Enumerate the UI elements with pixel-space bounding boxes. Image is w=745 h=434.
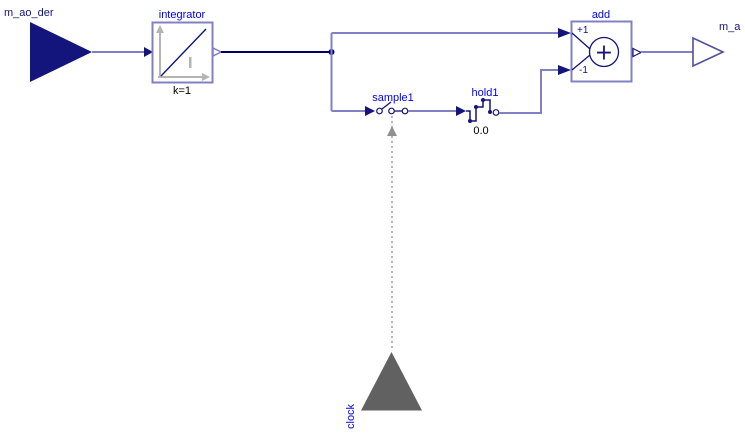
sampler-contact-left-icon — [376, 107, 383, 115]
clock-trigger-arrow-icon — [387, 126, 397, 136]
output-connector-m-a[interactable] — [692, 36, 725, 68]
hold-block[interactable] — [456, 98, 500, 123]
hold-staircase-icon — [466, 99, 492, 122]
input-connector-m-ao-der[interactable] — [30, 22, 92, 82]
add-label: add — [591, 9, 611, 21]
add-block[interactable]: + — [558, 20, 643, 83]
integrator-input-port-icon — [144, 47, 153, 57]
integrator-x-axis-arrow-icon — [202, 73, 210, 81]
hold-input-arrow-icon — [456, 106, 466, 116]
hold-sample-dot-icon — [488, 110, 492, 114]
integrator-output-port-icon — [212, 46, 223, 58]
add-input2-sign-label: -1 — [579, 65, 588, 76]
add-sum-circle-icon — [588, 36, 620, 68]
sampler-output-port-icon — [401, 107, 409, 115]
input-triangle-icon — [30, 22, 92, 82]
hold-label: hold1 — [471, 87, 499, 99]
add-input2-arrow-icon — [558, 65, 571, 75]
sampler-label: sample1 — [372, 92, 414, 104]
add-input2-wire-icon — [571, 54, 591, 71]
clock-block[interactable] — [361, 352, 422, 411]
add-input1-arrow-icon — [558, 28, 571, 38]
sampler-input-arrow-icon — [365, 106, 375, 116]
hold-sample-dot-icon — [481, 98, 485, 102]
add-input1-wire-icon — [571, 32, 591, 50]
hold-param-label: 0.0 — [473, 125, 489, 137]
sampler-switch-arm-icon — [381, 101, 392, 110]
clock-label: clock — [345, 403, 357, 429]
add-input1-sign-label: +1 — [577, 25, 589, 36]
sampler-contact-right-icon — [388, 107, 395, 115]
connection-hold-to-add[interactable] — [499, 69, 558, 114]
integrator-label: integrator — [158, 9, 206, 21]
integral-sign-icon — [189, 57, 192, 68]
add-output-port-icon — [632, 47, 643, 58]
input-connector-label: m_ao_der — [4, 7, 54, 19]
hold-output-port-icon — [492, 109, 500, 116]
integrator-y-axis-arrow-icon — [156, 25, 164, 33]
integrator-param-label: k=1 — [172, 85, 192, 97]
sampler-block[interactable] — [365, 101, 409, 116]
hold-sample-dot-icon — [474, 105, 478, 109]
add-operator: + — [595, 41, 613, 66]
integrator-curve-icon — [160, 28, 207, 77]
output-connector-label: m_a — [719, 21, 741, 33]
integrator-block[interactable] — [144, 21, 223, 84]
hold-sample-dot-icon — [468, 119, 472, 123]
